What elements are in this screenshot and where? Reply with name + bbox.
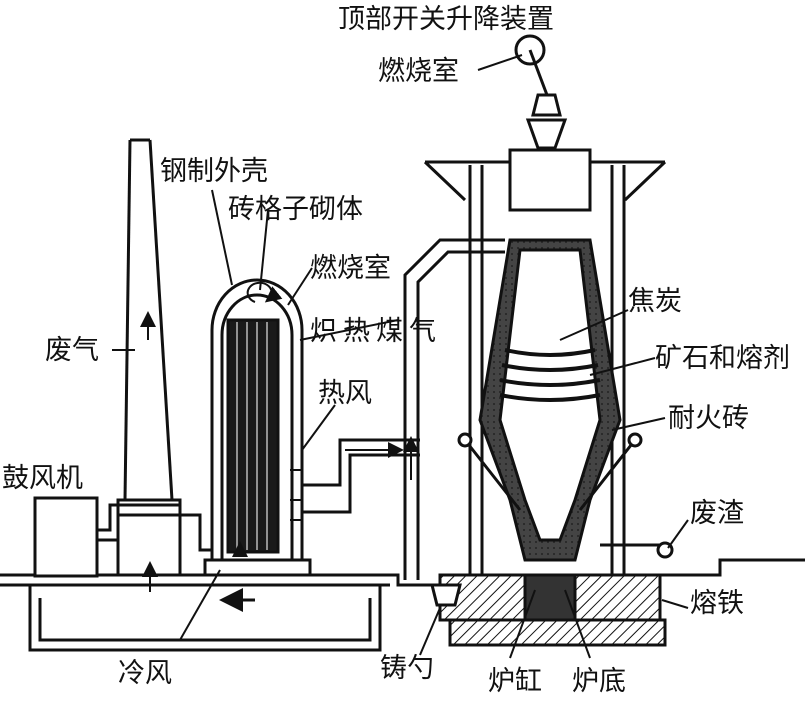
label-blower: 鼓风机 — [2, 463, 83, 494]
label-hot-gas: 炽热煤气 — [310, 316, 442, 347]
chimney — [112, 138, 182, 577]
label-coke: 焦炭 — [628, 286, 682, 317]
label-molten-iron: 熔铁 — [690, 588, 744, 619]
label-hot-air: 热风 — [318, 378, 372, 409]
label-hearth: 炉缸 — [488, 666, 542, 697]
ground — [0, 558, 805, 587]
top-pulley — [514, 34, 568, 150]
label-bottom: 炉底 — [572, 666, 626, 697]
label-exhaust: 废气 — [45, 335, 99, 366]
label-slag: 废渣 — [690, 498, 744, 529]
label-cold-air: 冷风 — [118, 658, 172, 689]
label-ore-flux: 矿石和熔剂 — [655, 343, 790, 374]
leader-lines — [179, 54, 689, 659]
hot-blast-stove — [203, 278, 312, 577]
blower — [33, 496, 215, 592]
hot-air-duct — [302, 438, 420, 514]
label-steel-shell: 钢制外壳 — [160, 156, 268, 187]
label-refractory: 耐火砖 — [668, 403, 749, 434]
label-checker-brick: 砖格子砌体 — [228, 194, 363, 225]
label-ladle: 铸勺 — [380, 653, 434, 684]
blast-furnace — [423, 148, 674, 647]
label-top-switch: 顶部开关升降装置 — [338, 4, 554, 35]
hot-gas-pipe — [403, 238, 505, 580]
underground-duct — [28, 585, 382, 652]
label-combustion-stove: 燃烧室 — [310, 253, 391, 284]
label-combustion-top: 燃烧室 — [378, 56, 459, 87]
